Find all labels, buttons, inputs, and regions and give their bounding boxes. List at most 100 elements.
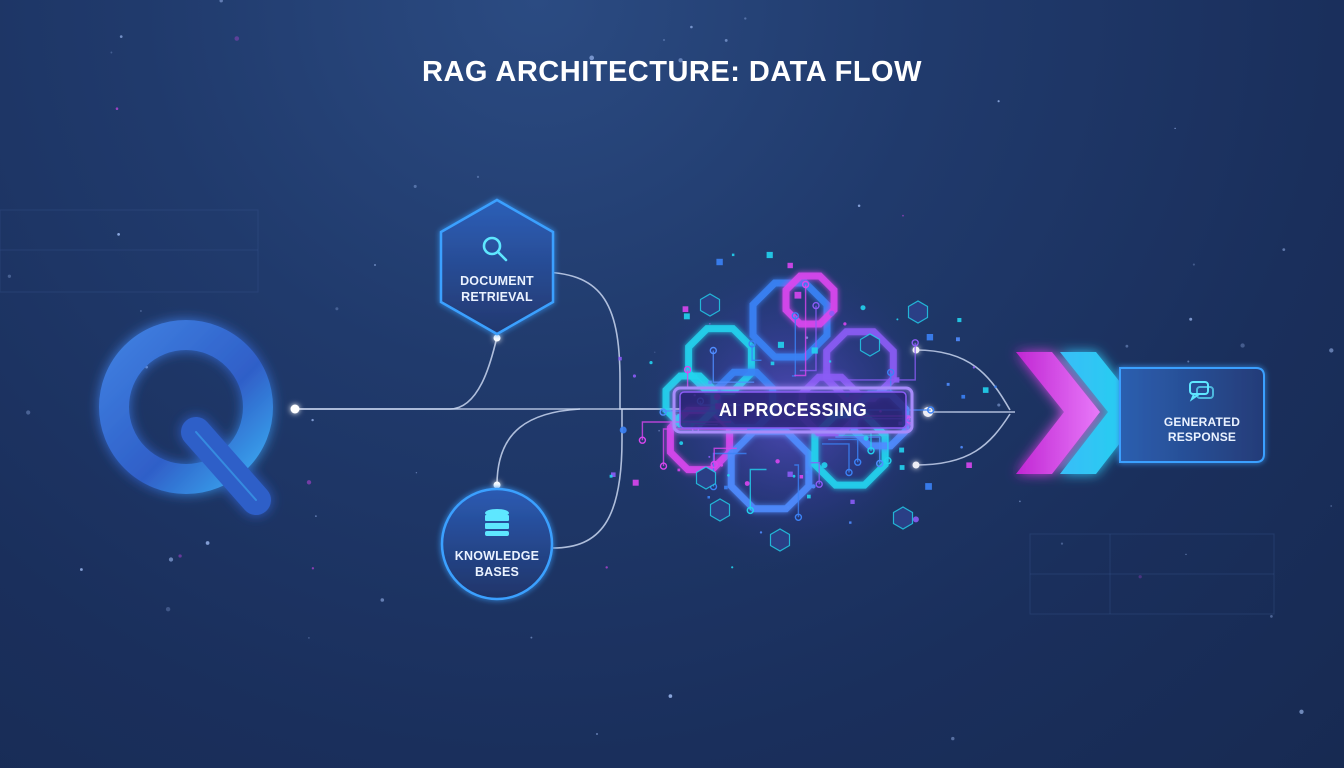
circuit-trace [828,438,859,463]
data-particle [724,485,728,490]
data-particle [766,251,773,259]
circuit-trace [712,350,755,383]
background-grid [0,209,1275,615]
data-particle [805,471,809,474]
star-particle [724,38,728,42]
data-particle [850,499,855,504]
star-particle [79,568,83,571]
document-retrieval-node [439,198,555,336]
star-particle [668,694,673,698]
star-particle [117,233,120,236]
star-particle [335,307,339,311]
node-badge [709,498,731,522]
star-particle [311,567,315,570]
knowledge-bases-label: KNOWLEDGE BASES [437,548,557,580]
data-particle [677,468,681,472]
star-particle [1282,248,1286,251]
data-particle [611,472,616,477]
star-particle [662,38,666,42]
circuit-trace [751,343,762,361]
star-particle [139,310,142,312]
star-particle [690,25,693,29]
data-particle [716,258,723,266]
star-particle [380,598,385,602]
star-particle [596,733,598,735]
circuit-trace [662,428,748,467]
generated-response-label-line2: RESPONSE [1167,430,1237,444]
ai-processing-node [609,240,997,580]
star-particle [1299,709,1304,714]
star-particle [1270,615,1273,618]
knowledge-bases-node [440,487,554,601]
circuit-node [801,280,810,289]
data-particle [720,463,724,467]
star-particle [1189,317,1193,321]
star-particle [1187,360,1190,363]
circuit-ring [782,272,838,328]
data-particle [787,262,793,269]
circuit-node [794,513,803,521]
data-particle [792,474,796,478]
star-particle [857,204,861,208]
circuit-node [911,339,919,347]
document-retrieval-label-line1: DOCUMENT [460,274,534,288]
star-particle [115,107,119,110]
star-particle [530,636,533,639]
star-particle [7,274,12,278]
star-particle [678,58,683,63]
star-particle [110,51,113,54]
star-particle [1138,575,1142,579]
star-particle [311,418,314,422]
star-particle [744,17,747,20]
node-badge [699,293,721,317]
data-particle [618,356,622,361]
star-particle [119,35,123,38]
star-particle [1019,500,1021,503]
data-particle [731,566,734,569]
circuit-trace [838,434,889,461]
circuit-node [638,436,647,444]
star-particle [415,471,418,474]
data-particle [787,471,793,477]
star-particle [234,36,240,41]
data-particle [811,484,816,489]
star-particle [997,100,1000,103]
star-particle [1174,127,1176,130]
data-particle [707,496,710,499]
data-particle [632,374,637,378]
circuit-node [791,312,799,320]
star-particle [373,263,377,267]
data-particle [632,479,639,486]
line-knowledge-up [496,408,581,486]
generated-response-label-line1: GENERATED [1163,415,1241,429]
node-badge [695,466,717,490]
data-particle [708,455,711,458]
circuit-node [845,468,853,477]
data-particle [682,306,689,312]
circuit-node [748,340,756,348]
data-particle [925,483,932,490]
circuit-trace [835,436,881,464]
circuit-trace [794,464,800,518]
data-particle [759,531,763,534]
star-particle [476,175,480,179]
generated-response-node [1119,367,1265,463]
star-particle [589,55,595,61]
circuit-node [887,368,895,377]
star-particle [178,554,182,558]
star-particle [1329,348,1334,353]
knowledge-bases-label-line2: BASES [474,565,520,579]
page-title: RAG ARCHITECTURE: DATA FLOW [422,56,922,88]
data-particle [619,426,627,434]
data-particle [899,465,905,470]
circuit-node [659,408,667,416]
data-particle [683,313,690,320]
node-badge [892,506,914,530]
star-particle [951,736,955,741]
circuit-trace [749,468,767,511]
knowledge-bases-label-line1: KNOWLEDGE [454,549,540,563]
data-particle [727,474,730,477]
data-particle [982,387,989,393]
star-particle [1125,344,1129,348]
